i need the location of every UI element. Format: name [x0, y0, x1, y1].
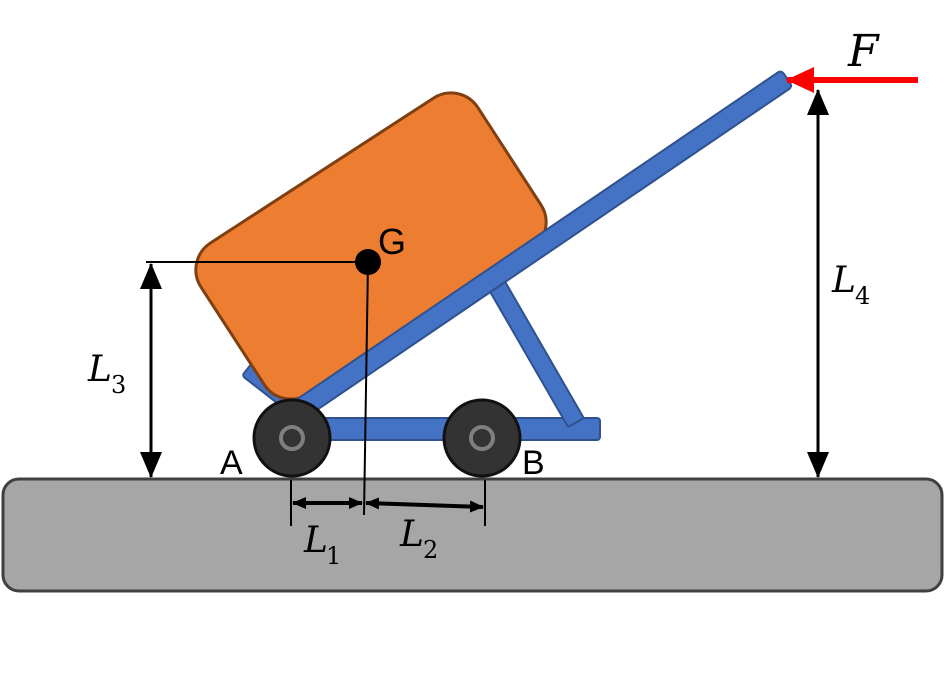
center-of-gravity-dot	[355, 249, 381, 275]
svg-text:1: 1	[326, 542, 341, 570]
svg-text:L: L	[831, 260, 856, 301]
ground	[1, 477, 944, 593]
l1-label: L 1	[303, 520, 341, 570]
l2-label: L 2	[399, 514, 438, 564]
svg-text:L: L	[399, 514, 424, 555]
svg-text:L: L	[303, 520, 328, 561]
svg-text:3: 3	[111, 371, 126, 399]
force-label: F	[847, 26, 880, 77]
wheel-b	[442, 398, 522, 478]
l3-label: L 3	[87, 349, 126, 399]
svg-text:2: 2	[423, 536, 438, 564]
svg-text:L: L	[87, 349, 112, 390]
l2-dimension-arrow	[365, 497, 484, 513]
point-a-label: A	[220, 444, 243, 482]
gravity-vertical-line	[363, 261, 369, 516]
svg-text:4: 4	[855, 282, 870, 310]
l4-label: L 4	[831, 260, 870, 310]
point-b-label: B	[522, 444, 545, 482]
wheel-a	[252, 398, 332, 478]
center-of-gravity-label: G	[378, 221, 406, 262]
